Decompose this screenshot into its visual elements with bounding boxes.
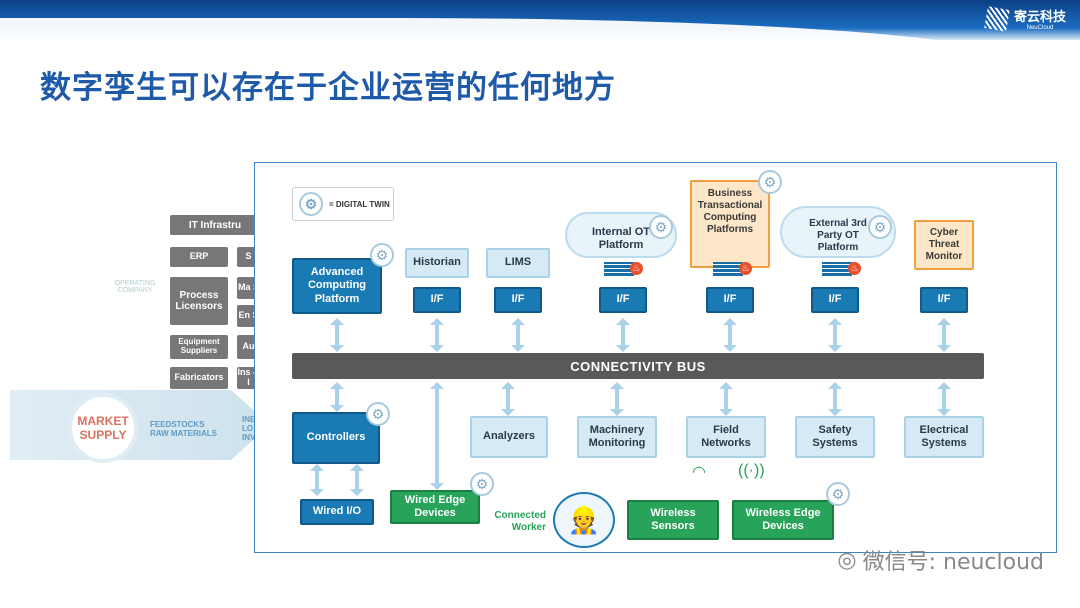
electrical-systems[interactable]: Electrical Systems (904, 416, 984, 458)
arrow (937, 318, 951, 352)
logo-icon (984, 5, 1010, 32)
watermark: ◎微信号: neucloud (837, 544, 1044, 576)
arrow (616, 318, 630, 352)
bg-feed: FEEDSTOCKS RAW MATERIALS (150, 420, 217, 438)
firewall-icon (713, 262, 743, 276)
slide-title: 数字孪生可以存在于企业运营的任何地方 (40, 70, 616, 106)
bg-equipment: Equipment Suppliers (170, 335, 228, 359)
fire-icon: ♨ (848, 262, 861, 275)
wired-edge-devices[interactable]: Wired Edge Devices (390, 490, 480, 524)
arrow (610, 382, 624, 416)
fire-icon: ♨ (630, 262, 643, 275)
arrow (501, 382, 515, 416)
arrow (828, 382, 842, 416)
lims[interactable]: LIMS (486, 248, 550, 278)
connected-worker-label: Connected Worker (494, 510, 546, 533)
arrow (430, 318, 444, 352)
wifi-icon: ◠ (692, 464, 706, 481)
interface-historian[interactable]: I/F (413, 287, 461, 313)
interface-business[interactable]: I/F (706, 287, 754, 313)
interface-lims[interactable]: I/F (494, 287, 542, 313)
wireless-sensors[interactable]: Wireless Sensors (627, 500, 719, 540)
arrow (350, 464, 364, 496)
gear-icon: ⚙ (370, 243, 394, 267)
controllers[interactable]: Controllers (292, 412, 380, 464)
arrow (330, 318, 344, 352)
business-transactional-platforms[interactable]: Business Transactional Computing Platfor… (690, 180, 770, 268)
fire-icon: ♨ (739, 262, 752, 275)
arrow (723, 318, 737, 352)
gear-icon: ⚙ (366, 402, 390, 426)
gear-icon: ⚙ (470, 472, 494, 496)
gear-icon: ⚙ (299, 192, 323, 216)
gear-icon: ⚙ (649, 215, 673, 239)
firewall-icon (604, 262, 634, 276)
safety-systems[interactable]: Safety Systems (795, 416, 875, 458)
interface-external[interactable]: I/F (811, 287, 859, 313)
arrow (937, 382, 951, 416)
interface-internal[interactable]: I/F (599, 287, 647, 313)
bg-erp: ERP (170, 247, 228, 267)
internal-ot-platform[interactable]: Internal OT Platform (591, 225, 651, 251)
bg-fabricators: Fabricators (170, 367, 228, 389)
firewall-icon (822, 262, 852, 276)
machinery-monitoring[interactable]: Machinery Monitoring (577, 416, 657, 458)
legend: ⚙ = DIGITAL TWIN (292, 187, 394, 221)
logo-subtext: NeuCloud (1026, 25, 1054, 31)
arrow (511, 318, 525, 352)
bg-market: MARKET SUPPLY (68, 393, 138, 463)
interface-cyber[interactable]: I/F (920, 287, 968, 313)
worker-icon: 👷 (553, 492, 615, 548)
historian[interactable]: Historian (405, 248, 469, 278)
background-diagram: IT Infrastru ERP S Process Licensors Ma … (10, 205, 270, 475)
logo-text: 寄云科技 (1013, 10, 1066, 25)
analyzers[interactable]: Analyzers (470, 416, 548, 458)
wechat-icon: ◎ (837, 547, 857, 573)
connectivity-bus: CONNECTIVITY BUS (292, 353, 984, 379)
external-3rd-party-ot-platform[interactable]: External 3rd Party OT Platform (809, 218, 867, 253)
advanced-computing-platform[interactable]: Advanced Computing Platform (292, 258, 382, 314)
antenna-icon: ((·)) (738, 462, 765, 479)
cloud-external (780, 206, 896, 258)
gear-icon: ⚙ (826, 482, 850, 506)
legend-label: = DIGITAL TWIN (329, 199, 390, 209)
cyber-threat-monitor[interactable]: Cyber Threat Monitor (914, 220, 974, 270)
wired-io[interactable]: Wired I/O (300, 499, 374, 525)
bg-it: IT Infrastru (170, 215, 260, 235)
gear-icon: ⚙ (758, 170, 782, 194)
arrow (430, 382, 444, 490)
field-networks[interactable]: Field Networks (686, 416, 766, 458)
bg-process: Process Licensors (170, 277, 228, 325)
arrow (330, 382, 344, 412)
wireless-edge-devices[interactable]: Wireless Edge Devices (732, 500, 834, 540)
bg-operating: OPERATING COMPANY (114, 280, 156, 294)
watermark-text: 微信号: neucloud (862, 550, 1044, 575)
gear-icon: ⚙ (868, 215, 892, 239)
arrow (828, 318, 842, 352)
arrow (310, 464, 324, 496)
arrow (719, 382, 733, 416)
bg-inb: INE LO INV (242, 415, 256, 442)
